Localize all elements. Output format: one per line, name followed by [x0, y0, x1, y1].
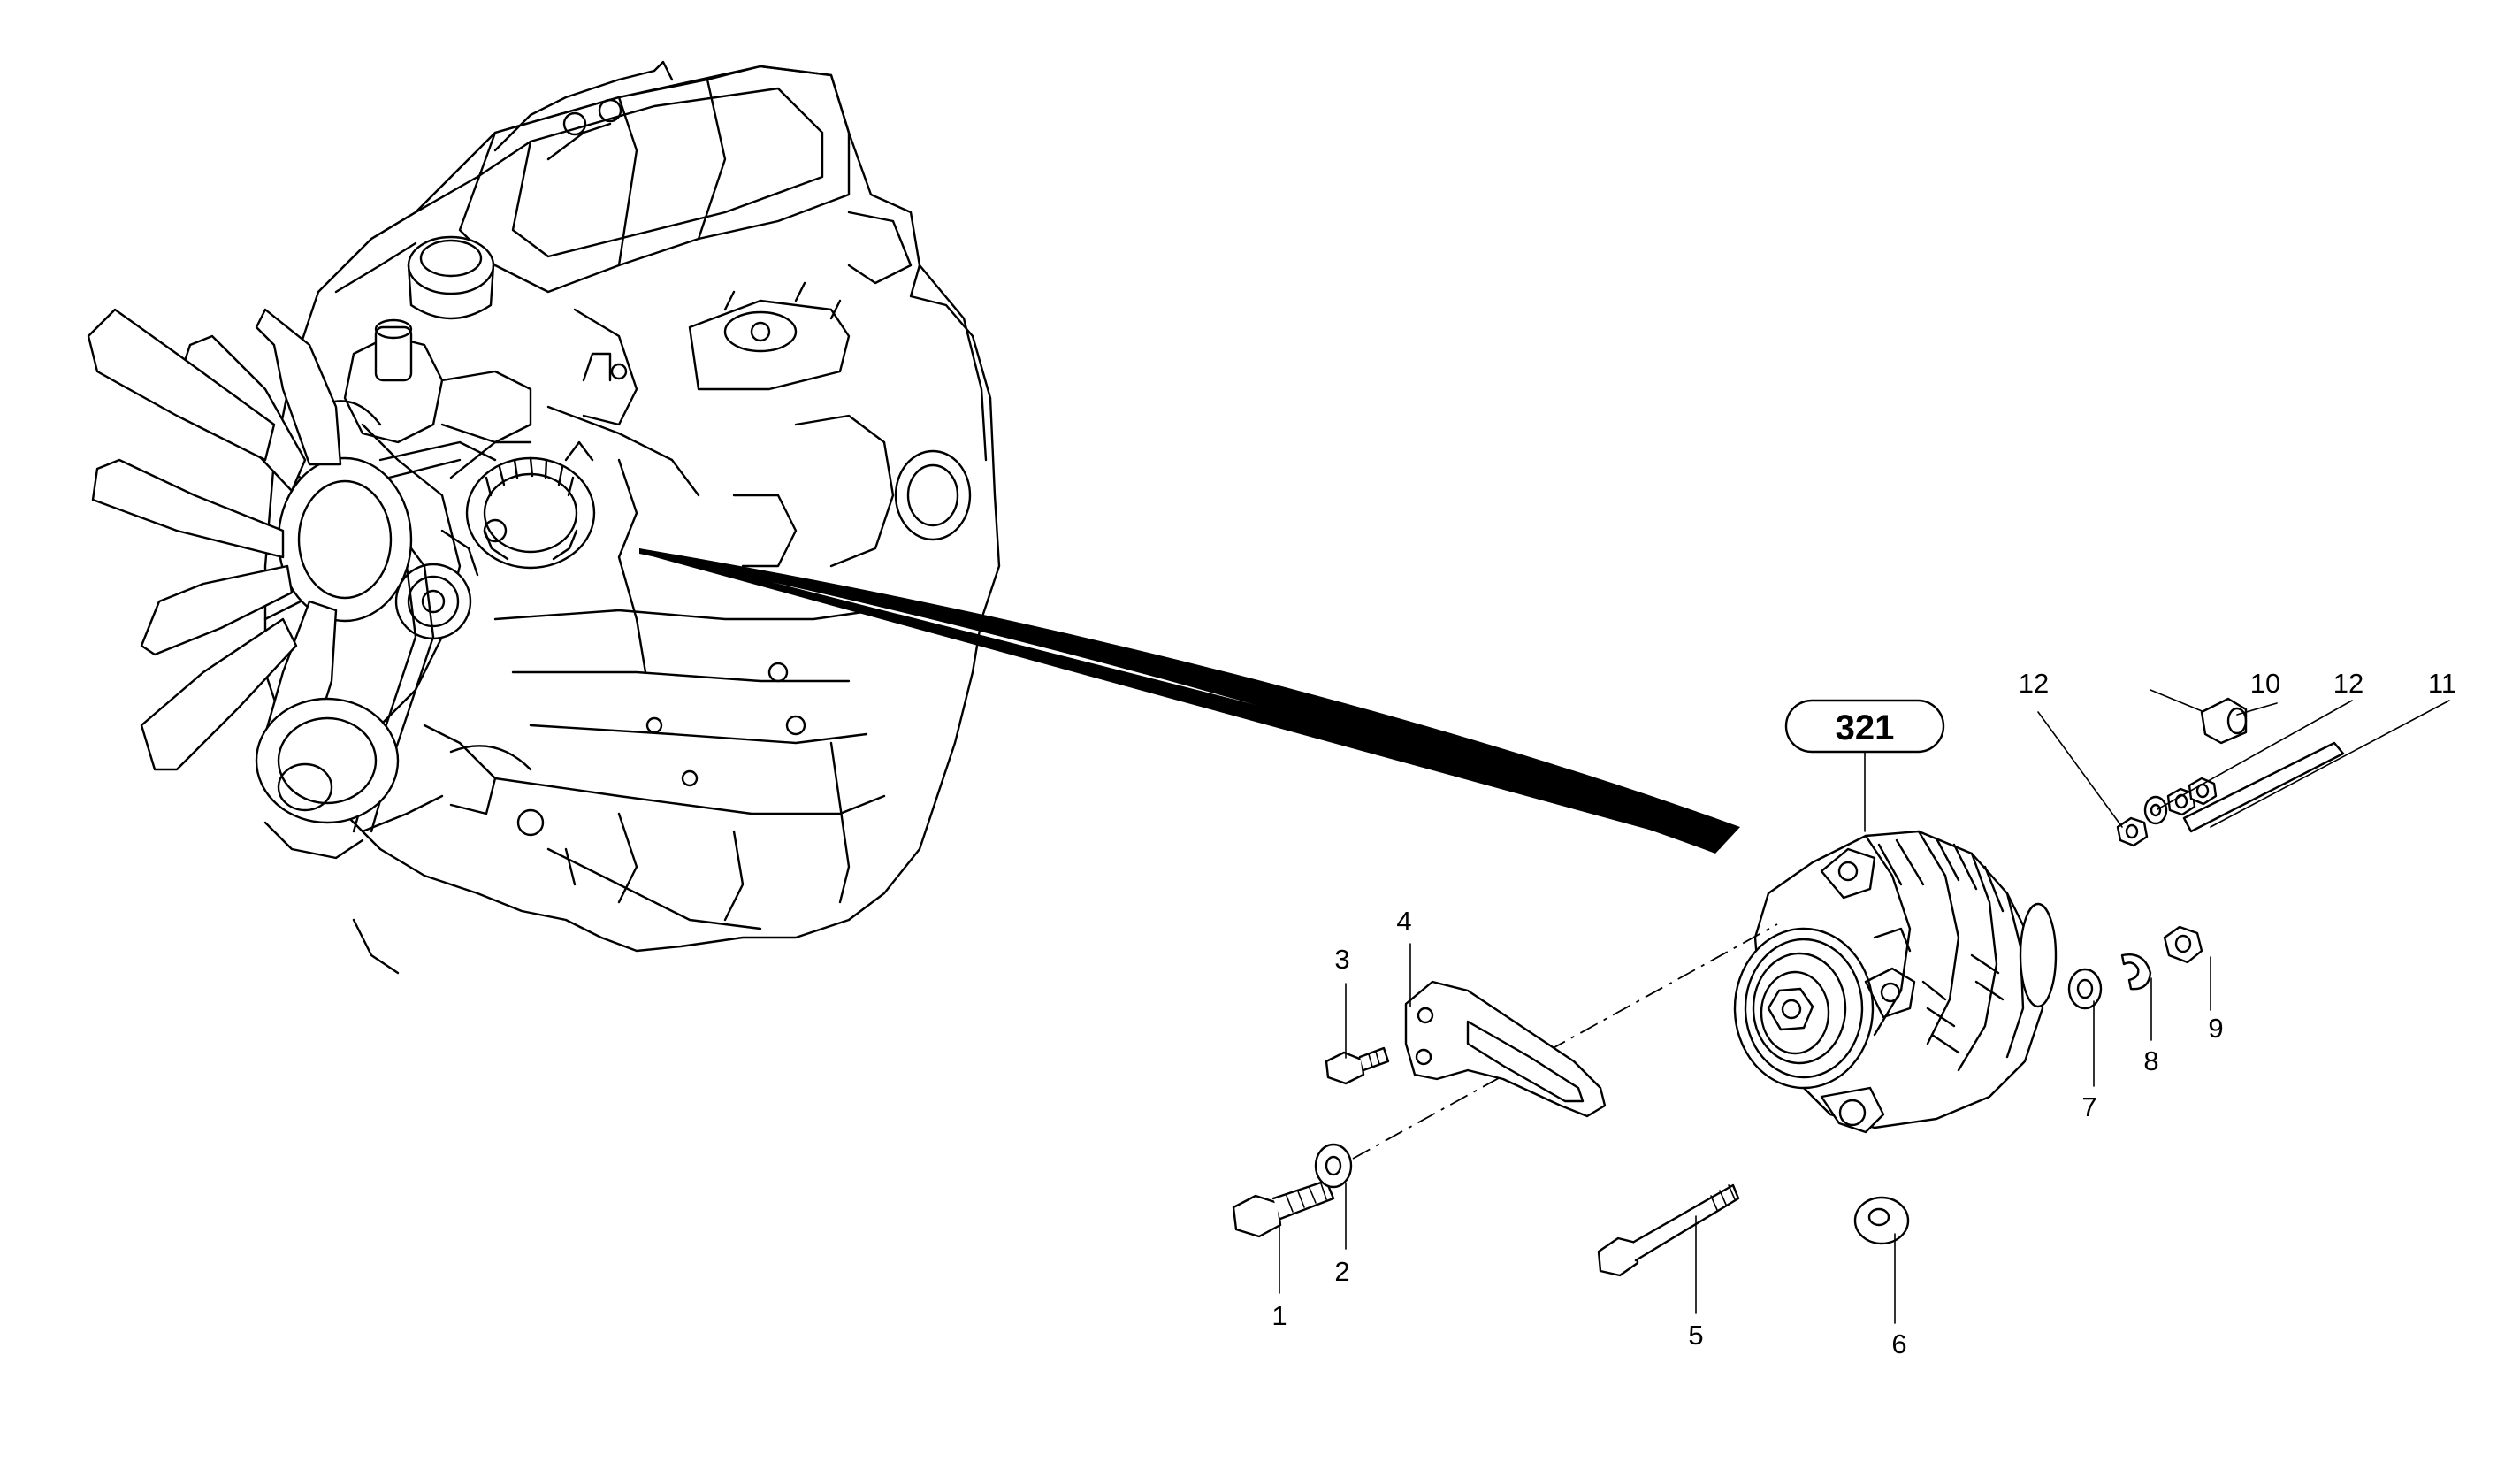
callout-1[interactable]: 1 [1271, 1300, 1287, 1331]
callout-3[interactable]: 3 [1334, 944, 1349, 975]
nut-9[interactable] [2163, 925, 2203, 964]
callout-10[interactable]: 10 [2250, 668, 2280, 699]
leader-lines [1279, 700, 2450, 1324]
callout-2[interactable]: 2 [1334, 1256, 1349, 1287]
through-bolt[interactable] [1597, 1183, 1740, 1277]
pointer-wedge [639, 548, 1737, 849]
callout-9[interactable]: 9 [2208, 1013, 2223, 1044]
callout-11[interactable]: 11 [2428, 668, 2456, 699]
callout-6[interactable]: 6 [1891, 1328, 1906, 1359]
lock-washer-8[interactable] [2120, 953, 2152, 991]
adjusting-bracket[interactable] [1404, 980, 1607, 1118]
callout-12-right[interactable]: 12 [2333, 668, 2363, 699]
bolt-large[interactable] [1232, 1179, 1335, 1238]
callout-4[interactable]: 4 [1396, 906, 1411, 937]
callout-8[interactable]: 8 [2143, 1045, 2158, 1076]
callout-numbers: 1 2 3 4 5 6 7 8 9 10 11 12 12 [1271, 668, 2456, 1359]
callout-12-left[interactable]: 12 [2019, 668, 2049, 699]
callout-7[interactable]: 7 [2081, 1091, 2096, 1122]
washer-7[interactable] [2067, 968, 2103, 1010]
terminal-hardware[interactable] [2116, 689, 2345, 847]
alternator [1733, 830, 2058, 1134]
washer-6[interactable] [1853, 1196, 1910, 1245]
assembly-badge[interactable]: 321 [1784, 699, 1945, 754]
assembly-number: 321 [1836, 708, 1895, 747]
engine-illustration [87, 60, 1001, 975]
bolt-small[interactable] [1325, 1046, 1390, 1085]
washer-2[interactable] [1314, 1143, 1353, 1189]
callout-5[interactable]: 5 [1688, 1320, 1703, 1351]
